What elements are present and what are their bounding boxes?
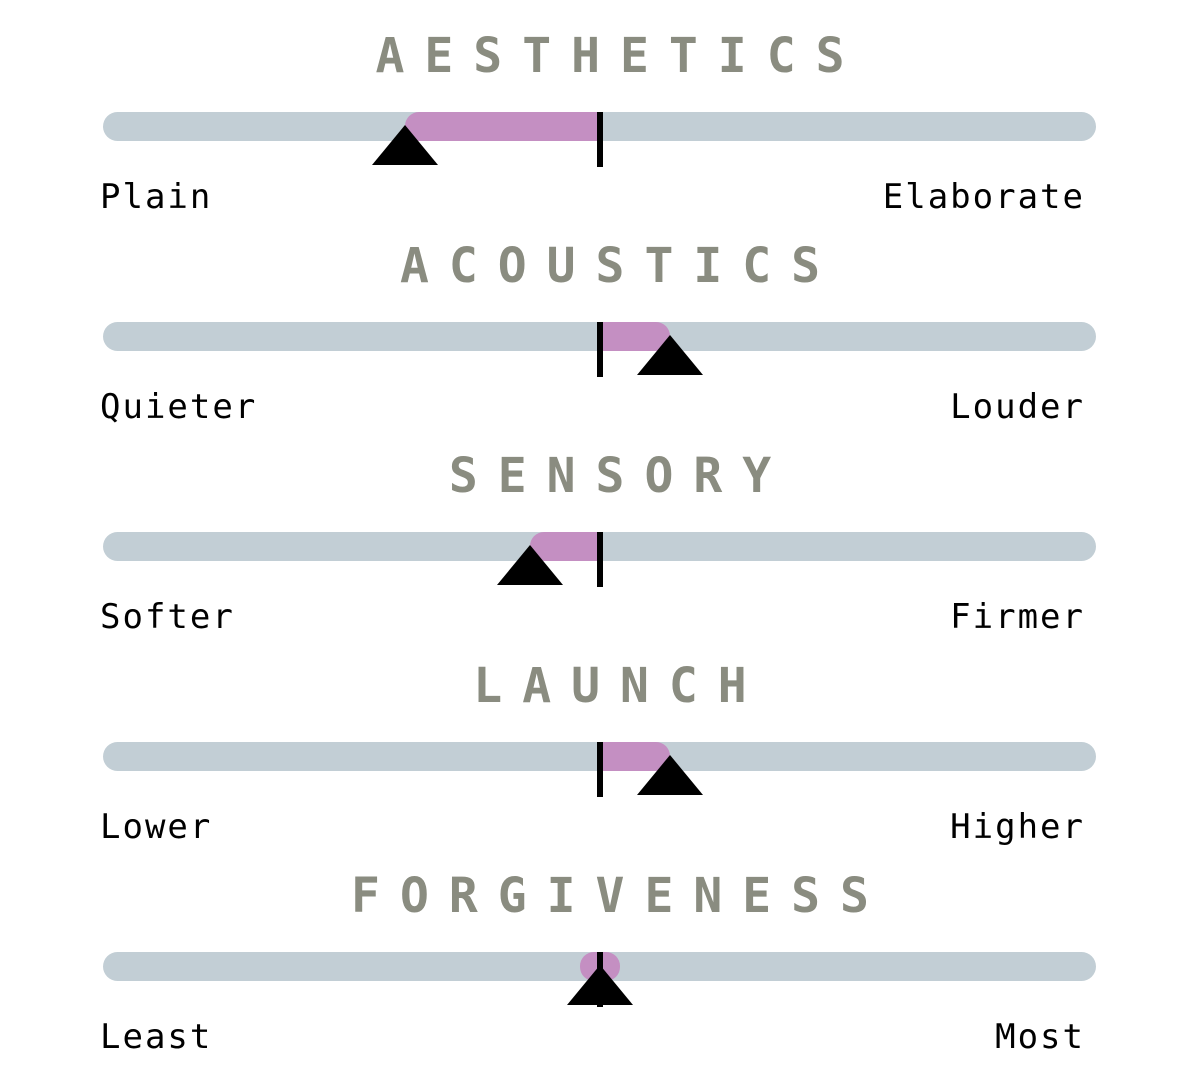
triangle-up-icon[interactable] — [372, 125, 438, 165]
scale-acoustics: ACOUSTICS Quieter Louder — [0, 210, 1200, 426]
scale-aesthetics: AESTHETICS Plain Elaborate — [0, 0, 1200, 216]
scale-left-label: Softer — [100, 597, 235, 637]
scale-launch: LAUNCH Lower Higher — [0, 630, 1200, 846]
scale-right-label: Elaborate — [882, 177, 1085, 217]
scale-title: ACOUSTICS — [399, 238, 841, 294]
scale-center-line — [597, 112, 603, 167]
scale-center-line — [597, 532, 603, 587]
scale-right-label: Higher — [950, 807, 1085, 847]
triangle-up-icon[interactable] — [497, 545, 563, 585]
scale-sensory: SENSORY Softer Firmer — [0, 420, 1200, 636]
scale-title: LAUNCH — [473, 658, 767, 714]
scale-forgiveness: FORGIVENESS Least Most — [0, 840, 1200, 1056]
scale-title: FORGIVENESS — [351, 868, 889, 924]
triangle-up-icon[interactable] — [637, 335, 703, 375]
scale-left-label: Lower — [100, 807, 213, 847]
scale-title: SENSORY — [448, 448, 792, 504]
scale-center-line — [597, 742, 603, 797]
scale-center-line — [597, 322, 603, 377]
scale-right-label: Most — [995, 1017, 1085, 1057]
scale-left-label: Plain — [100, 177, 213, 217]
scale-left-label: Least — [100, 1017, 213, 1057]
triangle-up-icon[interactable] — [637, 755, 703, 795]
triangle-up-icon[interactable] — [567, 965, 633, 1005]
scale-right-label: Firmer — [950, 597, 1085, 637]
scale-title: AESTHETICS — [375, 28, 865, 84]
scale-left-label: Quieter — [100, 387, 258, 427]
scale-right-label: Louder — [950, 387, 1085, 427]
